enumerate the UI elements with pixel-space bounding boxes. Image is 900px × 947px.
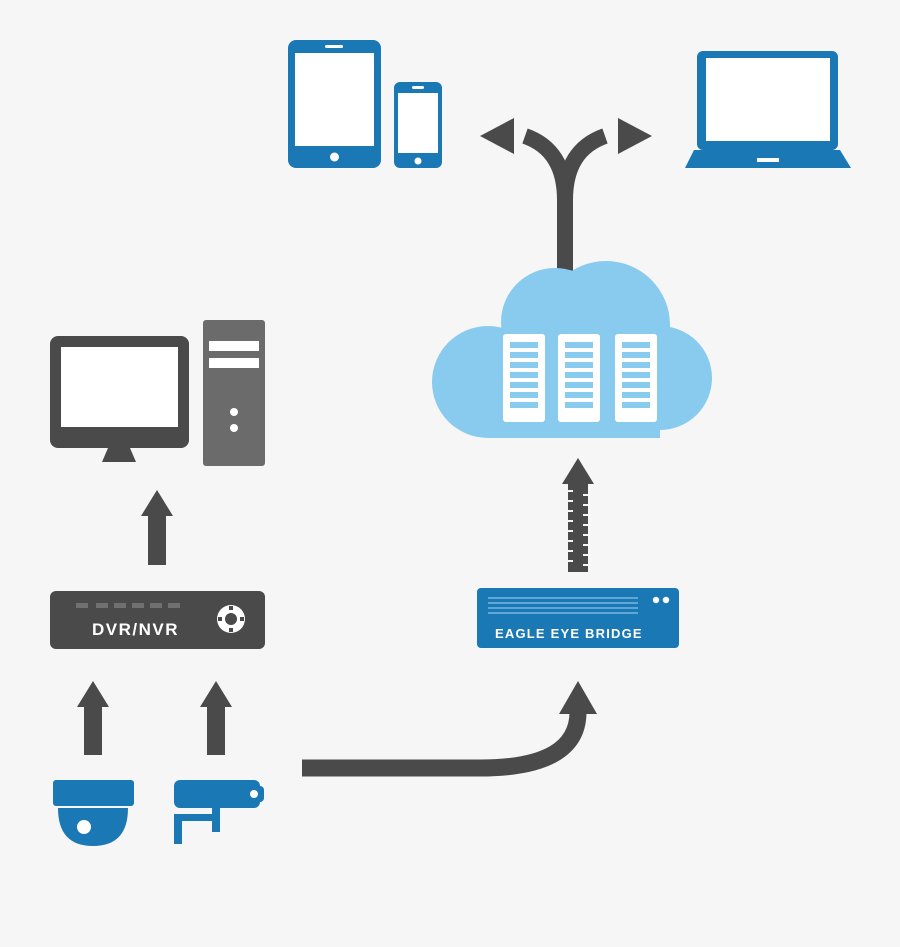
pc-tower-icon: [203, 320, 265, 466]
server-rack-2: [558, 334, 600, 422]
bullet-to-dvr-arrow: [200, 681, 232, 755]
bridge-to-cloud-arrow: [562, 458, 594, 572]
eagle-eye-bridge: [477, 588, 679, 648]
dvr-nvr-device: [50, 591, 265, 649]
monitor-icon: [50, 336, 189, 462]
dome-camera-icon: [53, 780, 134, 846]
laptop-icon: [685, 51, 851, 168]
cloud-servers-icon: [432, 261, 712, 438]
fork-arrow: [480, 118, 652, 292]
dvr-to-pc-arrow: [141, 490, 173, 565]
dvr-dial-icon: [217, 605, 245, 633]
bullet-camera-icon: [174, 780, 264, 844]
dome-to-dvr-arrow: [77, 681, 109, 755]
dvr-nvr-label: DVR/NVR: [92, 620, 180, 639]
cameras-to-bridge-arrow: [302, 681, 597, 777]
eagle-eye-bridge-label: EAGLE EYE BRIDGE: [495, 626, 643, 641]
server-rack-3: [615, 334, 657, 422]
tablet-icon: [288, 40, 381, 168]
server-rack-1: [503, 334, 545, 422]
phone-icon: [394, 82, 442, 168]
